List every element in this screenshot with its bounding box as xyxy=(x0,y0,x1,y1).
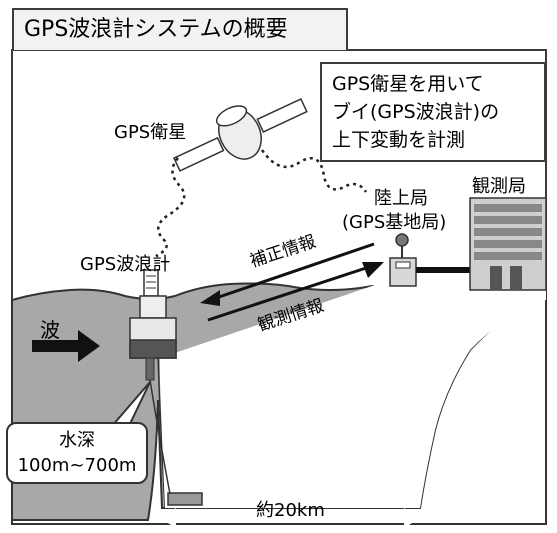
buoy-label: GPS波浪計 xyxy=(80,254,171,275)
observatory-label: 観測局 xyxy=(472,176,526,197)
observation-info-arrow xyxy=(207,266,367,322)
callout-line-1: GPS衛星を用いて xyxy=(332,73,484,95)
description-callout: GPS衛星を用いて ブイ(GPS波浪計)の 上下変動を計測 xyxy=(320,62,546,162)
gps-satellite-icon xyxy=(173,97,308,172)
page-title: GPS波浪計システムの概要 xyxy=(12,8,348,50)
satellite-label: GPS衛星 xyxy=(114,122,187,143)
wave-label: 波 xyxy=(40,318,60,342)
observatory-building xyxy=(469,197,547,291)
land-station xyxy=(389,233,470,287)
wave-arrow xyxy=(32,330,100,362)
correction-info-arrow xyxy=(215,242,375,300)
land-station-label: 陸上局 xyxy=(374,188,428,209)
coast-land xyxy=(160,286,546,508)
seabed-anchor xyxy=(167,492,203,506)
signal-to-buoy xyxy=(155,157,186,258)
mooring-line xyxy=(149,379,171,495)
gps-base-label: (GPS基地局) xyxy=(342,212,447,233)
depth-callout: 水深 100m~700m xyxy=(6,422,148,484)
callout-line-2: ブイ(GPS波浪計)の xyxy=(332,101,500,123)
depth-line-2: 100m~700m xyxy=(17,455,137,476)
depth-line-1: 水深 xyxy=(59,430,95,451)
distance-label: 約20km xyxy=(256,500,325,521)
gps-buoy xyxy=(129,269,177,381)
callout-line-3: 上下変動を計測 xyxy=(332,129,466,151)
